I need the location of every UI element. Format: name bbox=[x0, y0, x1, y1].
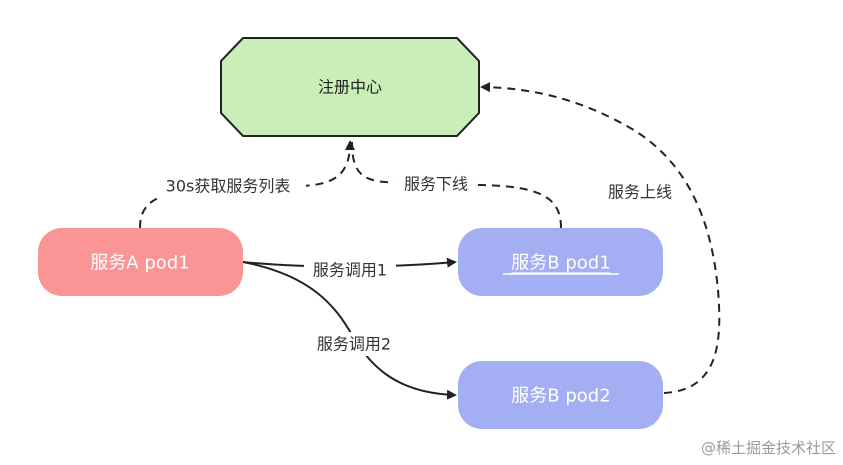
service-b-pod2-label: 服务B pod2 bbox=[511, 386, 610, 407]
service-b-pod1-label: 服务B pod1 bbox=[511, 253, 610, 274]
watermark-text: @稀土掘金技术社区 bbox=[701, 439, 836, 457]
edge-service-online bbox=[480, 82, 721, 394]
service-a-pod1-shape bbox=[38, 228, 243, 296]
registry-node: 注册中心 bbox=[220, 37, 480, 137]
service-a-pod1-label: 服务A pod1 bbox=[90, 253, 189, 274]
edge-label-bg bbox=[304, 258, 396, 282]
service-b-pod1-node: 服务B pod1 bbox=[458, 228, 663, 296]
edge-label-bg bbox=[150, 174, 306, 198]
service-b-pod2-node: 服务B pod2 bbox=[458, 361, 663, 429]
edge-label-service-call-1: 服务调用1 bbox=[313, 261, 387, 280]
registry-shape bbox=[220, 37, 480, 137]
service-b-pod2-shape bbox=[458, 361, 663, 429]
edge-label-bg bbox=[598, 180, 682, 204]
service-a-pod1-node: 服务A pod1 bbox=[38, 228, 243, 296]
edge-service-offline bbox=[351, 141, 562, 229]
edge-label-service-offline: 服务下线 bbox=[404, 175, 468, 194]
edge-label-service-call-2: 服务调用2 bbox=[317, 335, 391, 354]
edge-label-fetch-service-list: 30s获取服务列表 bbox=[166, 177, 291, 196]
edge-label-bg bbox=[394, 172, 476, 196]
edge-label-bg bbox=[308, 332, 400, 356]
edge-label-service-online: 服务上线 bbox=[608, 183, 672, 202]
registry-label: 注册中心 bbox=[318, 78, 382, 97]
service-b-pod1-shape bbox=[458, 228, 663, 296]
